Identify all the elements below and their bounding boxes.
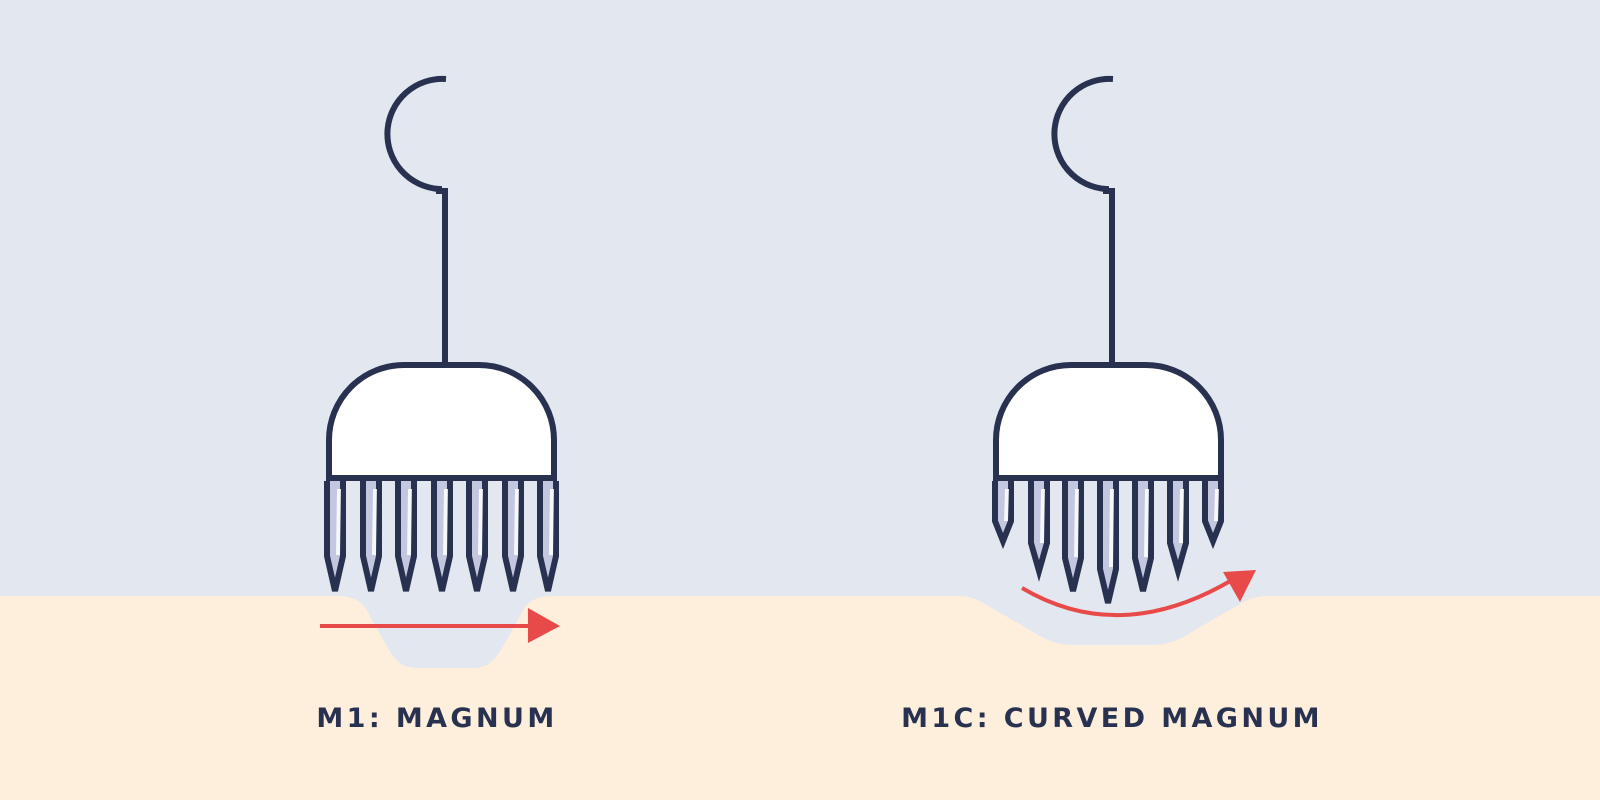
m1c-direction-arrow-icon: [1020, 570, 1256, 618]
m1-head: [326, 362, 557, 481]
m1-hook-icon: [384, 75, 448, 365]
m1-needles: [324, 481, 559, 592]
m1c-needles: [992, 481, 1224, 604]
m1c-curved-magnum-cartridge: [992, 75, 1224, 604]
m1c-hook-icon: [1051, 75, 1115, 365]
m1-direction-arrow-icon: [320, 608, 560, 643]
m1c-head: [993, 362, 1224, 481]
m1-label: M1: MAGNUM: [316, 703, 558, 734]
skin-surface: [0, 596, 1600, 800]
m1c-label: M1C: CURVED MAGNUM: [901, 703, 1323, 734]
m1-magnum-cartridge: [324, 75, 559, 592]
